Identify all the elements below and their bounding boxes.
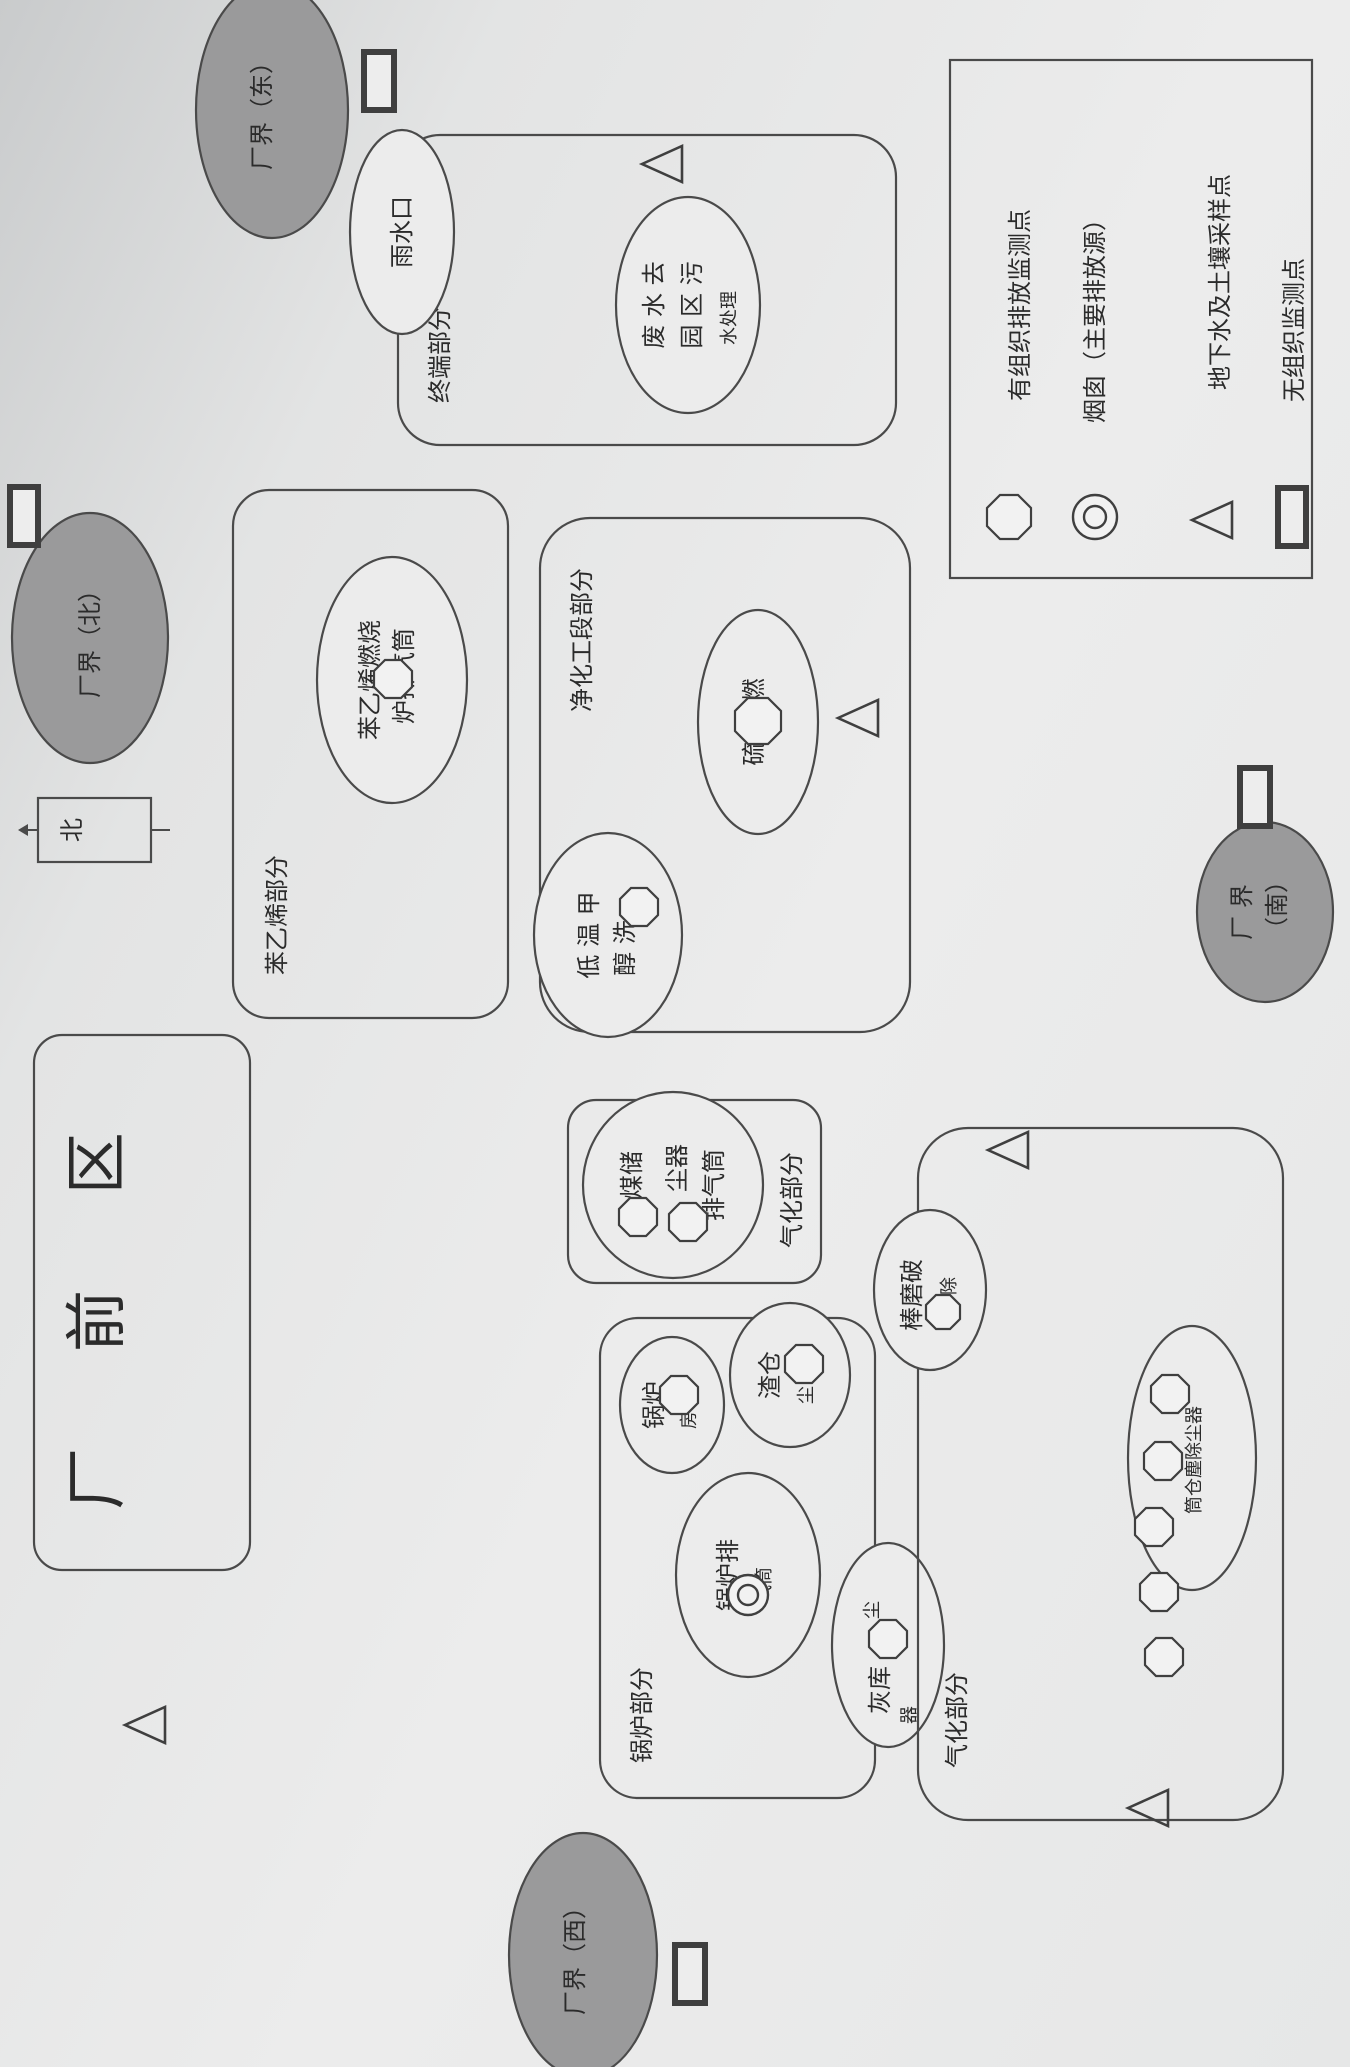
wastewater-label-3: 水处理 — [719, 291, 740, 345]
styrene-stack-monitor-icon — [372, 658, 414, 700]
methanol-label-1: 低 温 甲 — [575, 891, 603, 978]
rain-outlet-unit — [348, 128, 456, 336]
legend-groundwater-label: 地下水及土壤采样点 — [1206, 174, 1234, 390]
boiler-area-label: 锅炉部分 — [628, 1667, 656, 1763]
legend-box — [948, 58, 1314, 580]
sulfur-monitor-icon — [733, 696, 783, 746]
purification-sample-triangle — [834, 697, 880, 739]
wastewater-unit — [614, 195, 762, 415]
purification-area-box — [538, 516, 912, 1034]
boundary-west — [507, 1831, 659, 2067]
crusher-label-1: 棒磨破 — [898, 1259, 926, 1331]
boundary-south-label-1: 厂 界 — [1228, 884, 1256, 940]
rain-outlet-label: 雨水口 — [388, 196, 416, 268]
boiler-small-label-2: 房 — [679, 1411, 700, 1429]
legend-chimney-icon-outer — [1071, 493, 1119, 541]
silo-monitor-icon-3 — [1133, 1506, 1175, 1548]
legend-groundwater-icon — [1188, 499, 1234, 541]
crusher-unit — [872, 1208, 988, 1372]
terminal-sample-triangle — [638, 143, 684, 185]
slag-monitor-icon — [783, 1343, 825, 1385]
wastewater-label-1: 废 水 去 — [640, 261, 668, 348]
boundary-north — [10, 511, 170, 765]
slag-label-2: 尘 — [796, 1386, 817, 1404]
front-zone-box — [32, 1033, 252, 1572]
north-arrow-label: 北 — [58, 818, 86, 842]
legend-unorganized-icon — [1275, 485, 1309, 549]
ash-label-1: 灰库 — [866, 1666, 894, 1714]
styrene-area-label: 苯乙烯部分 — [263, 855, 291, 975]
legend-chimney-icon-inner — [1082, 504, 1108, 530]
boiler-chimney-icon-inner — [736, 1583, 760, 1607]
terminal-area-label: 终端部分 — [426, 307, 454, 403]
gasification-area-label: 气化部分 — [943, 1672, 971, 1768]
boundary-west-label: 厂界（西） — [561, 1895, 589, 2015]
silo-monitor-icon-4 — [1138, 1571, 1180, 1613]
coal-label-2: 尘器 — [663, 1144, 691, 1192]
methanol-monitor-icon — [618, 886, 660, 928]
coal-label-1: 煤储 — [618, 1151, 646, 1199]
boundary-east — [194, 0, 350, 240]
legend-organized-icon — [985, 493, 1033, 541]
styrene-area-box — [231, 488, 510, 1020]
silo-monitor-icon-1 — [1149, 1373, 1191, 1415]
boiler-chimney-icon-outer — [726, 1573, 770, 1617]
boundary-south-label-2: （南） — [1263, 869, 1291, 941]
unorganized-point-east — [361, 49, 397, 113]
boundary-north-label: 厂界（北） — [76, 578, 104, 698]
ash-label-2: 尘 — [862, 1601, 883, 1619]
north-arrow: 北 — [18, 796, 170, 864]
methanol-label-2: 醇 洗 — [611, 920, 639, 976]
ash-label-3: 器 — [899, 1706, 920, 1724]
crusher-monitor-icon — [924, 1293, 962, 1331]
gasification-box-label: 气化部分 — [778, 1152, 806, 1248]
coal-monitor-icon-1 — [617, 1196, 659, 1238]
silo-dust-label: 筒仓塵除尘器 — [1184, 1406, 1205, 1514]
legend-unorganized-label: 无组织监测点 — [1280, 258, 1308, 402]
legend-chimney-label: 烟囱（主要排放源） — [1081, 207, 1109, 423]
wastewater-label-2: 园 区 污 — [678, 261, 706, 348]
methanol-unit — [532, 831, 684, 1039]
boiler-small-monitor-icon — [658, 1374, 700, 1416]
front-zone-sample-triangle — [121, 1704, 167, 1746]
slag-label-1: 渣仓 — [756, 1351, 784, 1399]
silo-monitor-icon-5 — [1143, 1636, 1185, 1678]
coal-monitor-icon-2 — [667, 1201, 709, 1243]
unorganized-point-south — [1237, 765, 1273, 829]
unorganized-point-north — [7, 484, 41, 548]
silo-monitor-icon-2 — [1142, 1440, 1184, 1482]
coal-label-3: 排气筒 — [700, 1149, 728, 1221]
unorganized-point-west — [672, 1942, 708, 2006]
boundary-east-label: 厂界（东） — [248, 50, 276, 170]
gasification-sample-triangle-2 — [1124, 1787, 1170, 1829]
purification-area-label: 净化工段部分 — [568, 568, 596, 712]
front-zone-label: 厂 前 区 — [60, 1094, 133, 1509]
legend-organized-label: 有组织排放监测点 — [1006, 209, 1034, 401]
gasification-sample-triangle-1 — [984, 1129, 1030, 1171]
ash-monitor-icon — [867, 1618, 909, 1660]
gasification-area-box — [916, 1126, 1285, 1822]
